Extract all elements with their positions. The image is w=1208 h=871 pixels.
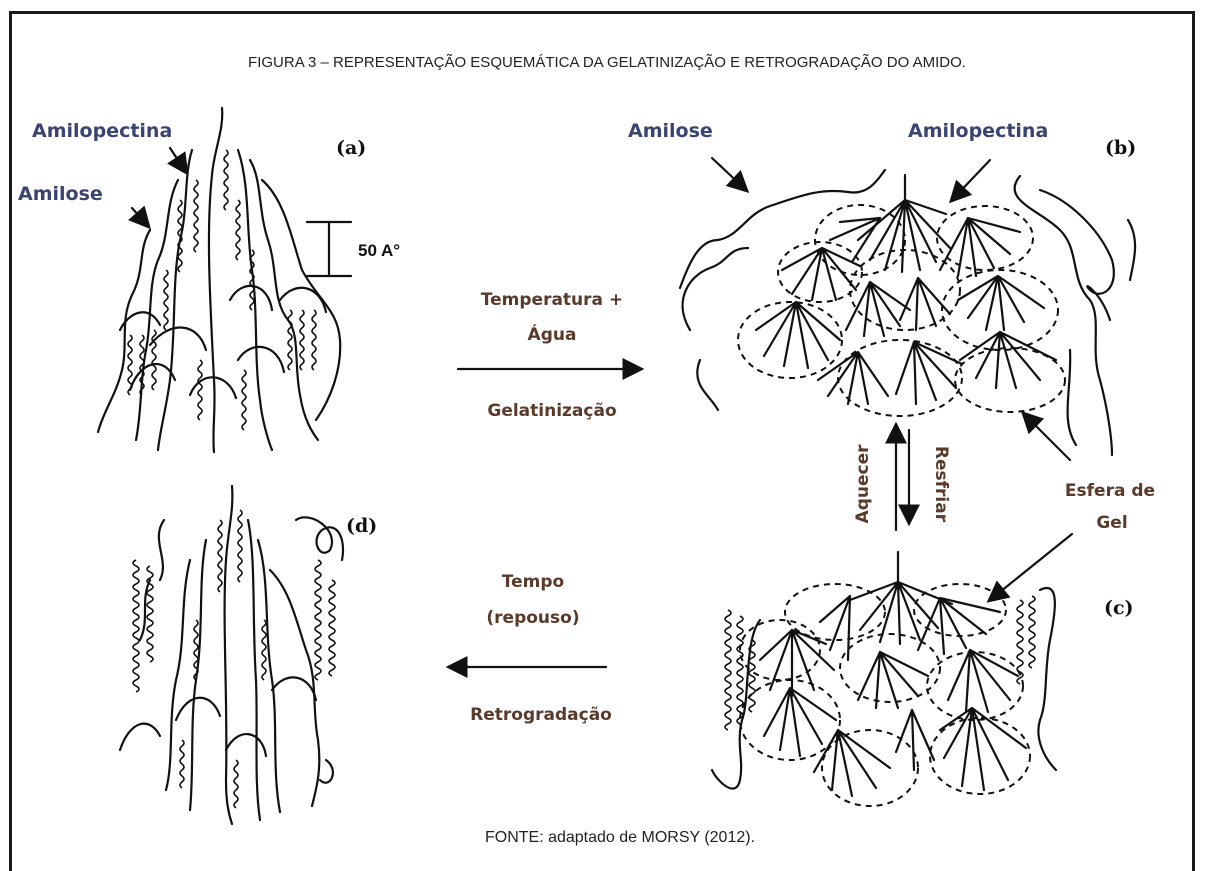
panel-label-b: (b) xyxy=(1105,137,1136,159)
label-resfriar: Resfriar xyxy=(931,446,951,523)
label-esfera-line1: Esfera de xyxy=(1065,481,1155,501)
scale-bar xyxy=(307,222,351,276)
label-esfera-line2: Gel xyxy=(1096,513,1127,533)
panel-d-retrograded xyxy=(120,486,343,824)
panel-label-d: (d) xyxy=(346,515,377,537)
figure-source: FONTE: adaptado de MORSY (2012). xyxy=(485,829,755,846)
label-aquecer: Aquecer xyxy=(853,444,873,524)
label-a-amilopectina: Amilopectina xyxy=(32,120,172,142)
pointer-arrow-icon xyxy=(952,160,990,200)
process-retro-name: Retrogradação xyxy=(470,705,612,725)
pointer-arrow-icon xyxy=(1024,414,1070,460)
process-retro-line1: Tempo xyxy=(502,572,564,592)
pointer-arrow-icon xyxy=(132,208,148,226)
panel-b-gel xyxy=(680,170,1135,455)
process-gel-line2: Água xyxy=(528,323,577,345)
pointer-arrow-icon xyxy=(170,148,186,172)
label-a-amilose: Amilose xyxy=(18,183,103,205)
pointer-arrow-icon xyxy=(990,534,1072,600)
panel-a-granule xyxy=(98,108,340,452)
pointer-arrow-icon xyxy=(712,158,746,190)
process-gel-line1: Temperatura + xyxy=(481,290,623,310)
process-gel-name: Gelatinização xyxy=(487,401,616,421)
panel-label-c: (c) xyxy=(1104,597,1134,619)
figure-title: FIGURA 3 – REPRESENTAÇÃO ESQUEMÁTICA DA … xyxy=(248,54,966,71)
panel-c-gel xyxy=(712,552,1056,806)
label-b-amilopectina: Amilopectina xyxy=(908,120,1048,142)
process-retro-line2: (repouso) xyxy=(486,608,579,628)
scale-label: 50 A° xyxy=(358,241,400,260)
panel-label-a: (a) xyxy=(336,137,366,159)
label-b-amilose: Amilose xyxy=(628,120,713,142)
